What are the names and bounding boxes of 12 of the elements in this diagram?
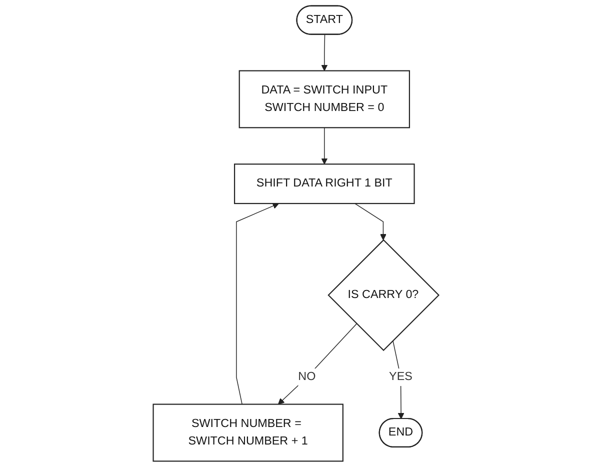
edge-label: YES <box>389 370 412 384</box>
arrow <box>321 34 328 72</box>
node-box: DATA = SWITCH INPUT SWITCH NUMBER = 0 <box>238 70 410 128</box>
arrow <box>354 203 386 240</box>
arrow <box>236 202 279 405</box>
arrow <box>392 340 404 420</box>
node-box: SWITCH NUMBER = SWITCH NUMBER + 1 <box>152 404 344 462</box>
node-box: SHIFT DATA RIGHT 1 BIT <box>234 164 415 204</box>
arrow <box>278 323 358 405</box>
arrow <box>321 127 328 164</box>
edge-label: NO <box>298 370 316 384</box>
node-diamond: IS CARRY 0? <box>328 239 440 352</box>
